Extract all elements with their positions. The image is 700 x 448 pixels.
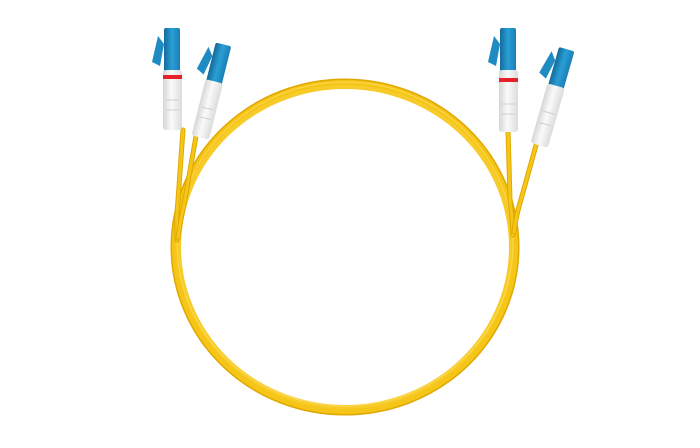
lc-connector-right-b — [531, 47, 574, 148]
cable-loop — [170, 78, 520, 416]
red-marker-band — [499, 78, 518, 82]
cable-left-legs — [174, 127, 199, 243]
lc-connector-right-a — [488, 28, 518, 132]
red-marker-band — [163, 75, 182, 79]
lc-connector-left-a — [152, 28, 182, 130]
cable-right-legs — [505, 127, 541, 238]
lc-connector-left-b — [192, 42, 231, 140]
